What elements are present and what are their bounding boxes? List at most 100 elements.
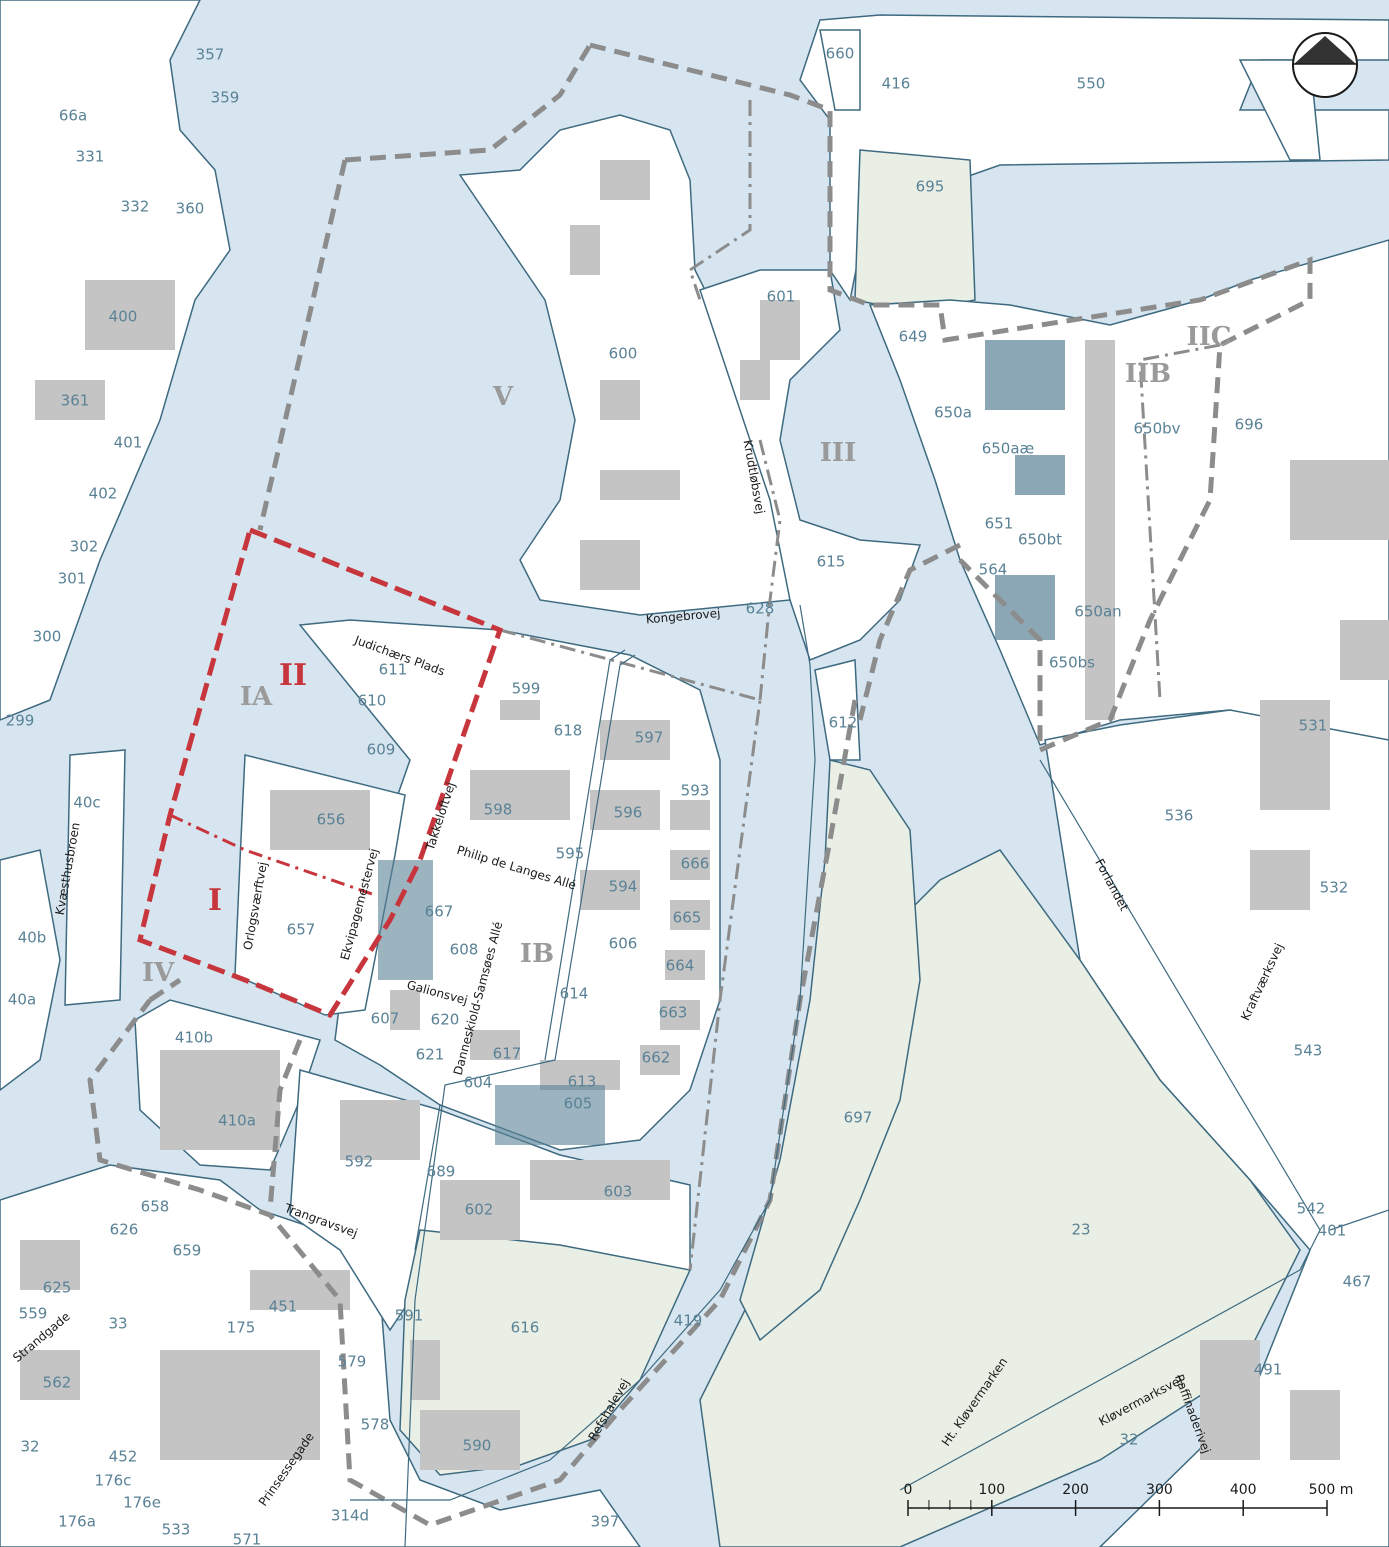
- plot-label: 660: [826, 45, 855, 63]
- plot-label: 176a: [58, 1513, 96, 1531]
- plot-label: 664: [666, 957, 695, 975]
- zone-label-i: I: [208, 883, 222, 918]
- buildings: [20, 160, 1389, 1470]
- plot-label: 531: [1299, 717, 1328, 735]
- plot-label: 667: [425, 903, 454, 921]
- plot-label: 617: [493, 1045, 522, 1063]
- plot-label: 359: [211, 89, 240, 107]
- plot-label: 610: [358, 692, 387, 710]
- plot-label: 452: [109, 1448, 138, 1466]
- plot-label: 618: [554, 722, 583, 740]
- plot-label: 658: [141, 1198, 170, 1216]
- plot-label: 604: [464, 1074, 493, 1092]
- plot-label: 656: [317, 811, 346, 829]
- boundary-red: [137, 526, 504, 1019]
- plot-label: 32: [20, 1438, 39, 1456]
- plot-label: 543: [1294, 1042, 1323, 1060]
- north-arrow: [1292, 32, 1358, 98]
- plot-label: 410a: [218, 1112, 256, 1130]
- plot-label: 361: [61, 392, 90, 410]
- boundary-dashdot: [499, 100, 1221, 1271]
- plot-label: 608: [450, 941, 479, 959]
- plot-label: 419: [674, 1312, 703, 1330]
- plot-label: 621: [416, 1046, 445, 1064]
- plot-label: 605: [564, 1095, 593, 1113]
- plot-label: 559: [19, 1305, 48, 1323]
- plot-label: 662: [642, 1049, 671, 1067]
- plot-label: 595: [556, 845, 585, 863]
- plot-label: 606: [609, 935, 638, 953]
- plot-label: 331: [76, 148, 105, 166]
- plot-label: 620: [431, 1011, 460, 1029]
- plot-label: 176c: [95, 1472, 132, 1490]
- plot-label: 649: [899, 328, 928, 346]
- plot-label: 300: [33, 628, 62, 646]
- boundary-gray: [87, 42, 1313, 1528]
- plot-label: 625: [43, 1279, 72, 1297]
- roads: [350, 604, 1389, 1547]
- plot-label: 401: [114, 434, 143, 452]
- zone-labels: V IA II I IB IV III IIB IIC: [142, 322, 1232, 988]
- plot-label: 451: [269, 1298, 298, 1316]
- plot-label: 628: [746, 600, 775, 618]
- zone-label-ib: IB: [520, 939, 554, 969]
- scale-tick-label: 500 m: [1309, 1482, 1354, 1498]
- plot-label: 611: [379, 661, 408, 679]
- plot-label: 650aæ: [982, 440, 1035, 458]
- zone-label-ia: IA: [240, 682, 273, 712]
- plot-label: 650a: [934, 404, 972, 422]
- plot-label: 532: [1320, 879, 1349, 897]
- plot-label: 594: [609, 878, 638, 896]
- plot-label: 612: [829, 714, 858, 732]
- plot-label: 32: [1119, 1431, 1138, 1449]
- plot-label: 597: [635, 729, 664, 747]
- plot-label: 562: [43, 1374, 72, 1392]
- plot-label: 550: [1077, 75, 1106, 93]
- zone-label-iii: III: [820, 438, 857, 468]
- plot-label: 536: [1165, 807, 1194, 825]
- plot-label: 542: [1297, 1200, 1326, 1218]
- scale-tick-label: 400: [1230, 1482, 1257, 1498]
- plot-label: 357: [196, 46, 225, 64]
- plot-label: 600: [609, 345, 638, 363]
- plot-label: 697: [844, 1109, 873, 1127]
- zone-label-iv: IV: [142, 958, 175, 988]
- plot-label: 601: [767, 288, 796, 306]
- plot-label: 301: [58, 570, 87, 588]
- plot-label: 650bt: [1018, 531, 1062, 549]
- plot-label: 650bv: [1133, 420, 1180, 438]
- plot-label: 533: [162, 1521, 191, 1539]
- plot-label: 400: [109, 308, 138, 326]
- plot-label: 360: [176, 200, 205, 218]
- zone-label-iib: IIB: [1125, 359, 1171, 389]
- plot-label: 657: [287, 921, 316, 939]
- plot-label: 591: [395, 1307, 424, 1325]
- plot-label: 401: [1318, 1222, 1347, 1240]
- plot-label: 599: [512, 680, 541, 698]
- plot-label: 607: [371, 1010, 400, 1028]
- plot-label: 491: [1254, 1361, 1283, 1379]
- plot-label: 592: [345, 1153, 374, 1171]
- plot-label: 590: [463, 1437, 492, 1455]
- plot-label: 609: [367, 741, 396, 759]
- plot-label: 299: [6, 712, 35, 730]
- plot-label: 650an: [1074, 603, 1121, 621]
- plot-label: 314d: [331, 1507, 369, 1525]
- plot-label: 332: [121, 198, 150, 216]
- plot-label: 467: [1343, 1273, 1372, 1291]
- plot-label: 598: [484, 801, 513, 819]
- zone-label-iic: IIC: [1186, 322, 1231, 352]
- plot-label: 659: [173, 1242, 202, 1260]
- plot-label: 66a: [59, 107, 87, 125]
- zone-label-ii: II: [279, 658, 307, 693]
- plot-label: 593: [681, 782, 710, 800]
- plot-label: 689: [427, 1163, 456, 1181]
- plot-label: 602: [465, 1201, 494, 1219]
- plot-label: 410b: [175, 1029, 213, 1047]
- plot-label: 596: [614, 804, 643, 822]
- plot-label: 614: [560, 985, 589, 1003]
- plot-label: 40b: [18, 929, 47, 947]
- plot-label: 302: [70, 538, 99, 556]
